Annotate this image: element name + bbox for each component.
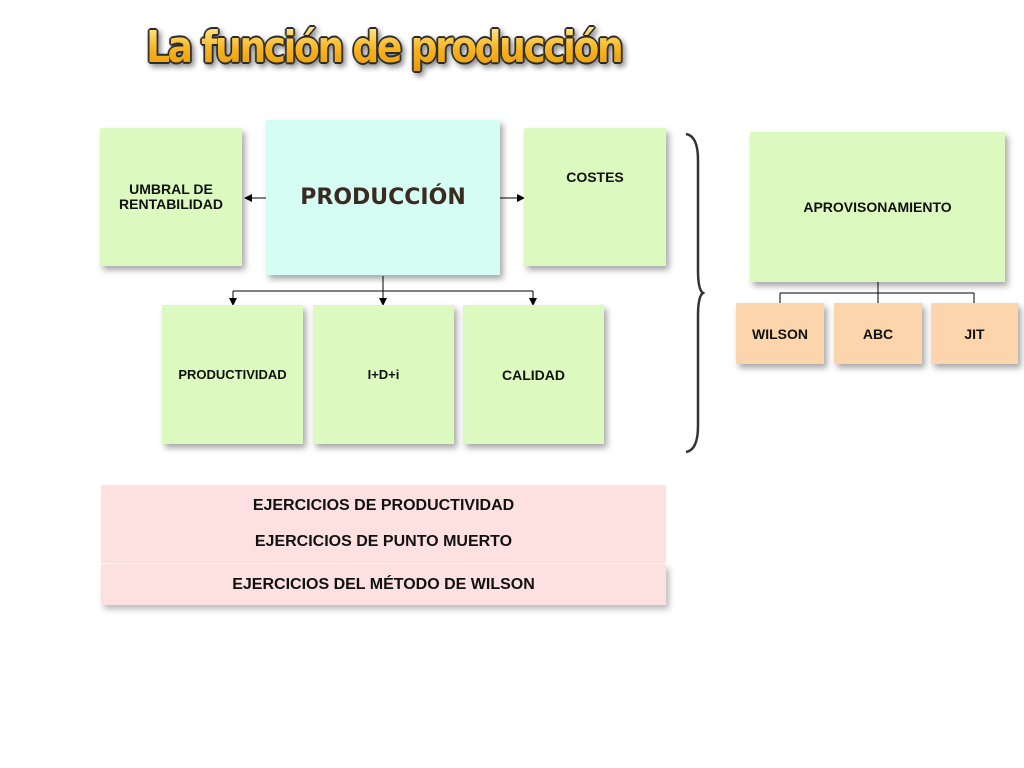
calidad-label: CALIDAD [502, 366, 565, 383]
exercise-productividad-label[interactable]: EJERCICIOS DE PRODUCTIVIDAD [252, 497, 515, 514]
produccion-label: PRODUCCIÓN [300, 185, 466, 210]
calidad-box: CALIDAD [463, 305, 604, 444]
page-title: La función de producción [146, 22, 624, 73]
costes-box: COSTES [524, 128, 666, 266]
abc-box: ABC [834, 303, 922, 364]
jit-label: JIT [964, 325, 985, 342]
aprovisionamiento-box: APROVISONAMIENTO [750, 132, 1005, 282]
curly-brace [685, 132, 706, 454]
idi-label: I+D+i [367, 367, 400, 382]
costes-label: COSTES [566, 169, 624, 185]
abc-label: ABC [862, 325, 894, 342]
aprovisionamiento-label: APROVISONAMIENTO [803, 199, 952, 215]
exercise-wilson-link[interactable]: EJERCICIOS DEL MÉTODO DE WILSON [101, 564, 666, 605]
umbral-label: UMBRAL DE RENTABILIDAD [119, 181, 223, 212]
productividad-box: PRODUCTIVIDAD [162, 305, 303, 444]
exercise-wilson-label: EJERCICIOS DEL MÉTODO DE WILSON [232, 575, 535, 593]
wilson-label: WILSON [752, 325, 808, 342]
exercise-productividad-link[interactable] [101, 485, 666, 563]
produccion-box: PRODUCCIÓN [266, 120, 500, 275]
jit-box: JIT [931, 303, 1018, 364]
umbral-box: UMBRAL DE RENTABILIDAD [100, 128, 242, 266]
wilson-box: WILSON [736, 303, 824, 364]
idi-box: I+D+i [313, 305, 454, 444]
productividad-label: PRODUCTIVIDAD [178, 367, 287, 382]
exercise-punto-muerto-label[interactable]: EJERCICIOS DE PUNTO MUERTO [254, 533, 513, 550]
